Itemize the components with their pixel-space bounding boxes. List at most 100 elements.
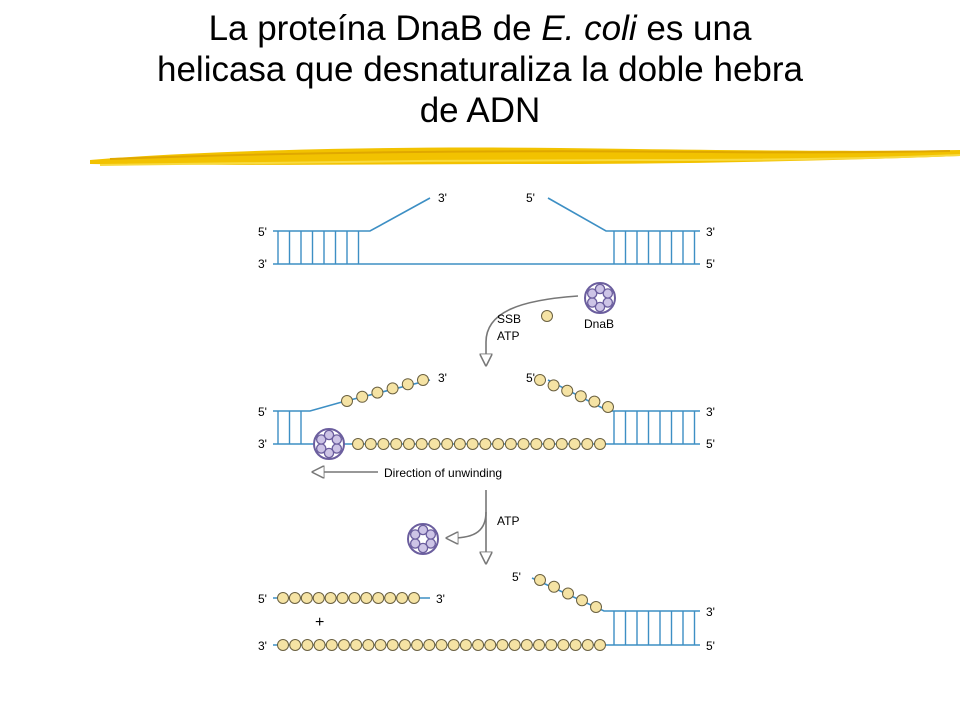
panel-1-replication-fork: 5' 3' 3' 5' 3' 5' [258,191,715,271]
dnab-subunit [417,524,429,536]
ssb-protein-bead [396,592,409,604]
top-strand-right [547,197,700,232]
dnab-subunit [594,301,606,313]
ssb-protein-bead [533,639,546,651]
ssb-protein-bead [447,639,460,651]
dnab-subunit [586,297,598,308]
ssb-protein-bead [360,592,373,604]
label-atp: ATP [497,329,519,343]
ssb-protein-bead [590,601,602,613]
ssb-protein-bead [453,438,466,450]
ssb-protein-bead [435,639,448,651]
ssb-protein-bead [441,438,454,450]
label-5prime: 5' [258,592,267,606]
ssb-protein-bead [557,639,570,651]
ssb-protein-bead [484,639,497,651]
ssb-protein-bead [581,438,594,450]
ssb-protein-bead [415,438,428,450]
ssb-coated-strand-free [277,592,420,604]
slide-title: La proteína DnaB de E. coli es una helic… [0,8,960,131]
strands-panel-3 [273,577,700,646]
ssb-protein-icon [541,310,553,322]
label-5prime: 5' [258,405,267,419]
dnab-subunit [594,283,606,295]
dnab-subunit [586,288,598,299]
ssb-protein-bead [602,401,614,413]
ssb-protein-bead [547,379,560,392]
panel-3-separated: 5' 3' 5' 3' 3' 5' + [258,570,715,653]
panel-2-unwinding: 5' 3' 3' 5' 3' 5' Direction of unwinding [258,371,715,480]
dnab-subunit [602,288,614,299]
ssb-coated-strand-top-right [534,374,614,413]
ssb-protein-bead [543,438,556,450]
ssb-protein-bead [496,639,509,651]
label-5prime: 5' [706,257,715,271]
title-underline-stroke [90,147,960,166]
ssb-protein-bead [508,639,521,651]
ssb-protein-bead [555,438,568,450]
ssb-protein-bead [569,639,582,651]
label-ssb: SSB [497,312,521,326]
ssb-protein-bead [562,587,574,600]
ssb-protein-bead [581,639,594,651]
base-pairs-right [613,231,696,264]
label-5prime: 5' [526,371,535,385]
title-line-1: La proteína DnaB de E. coli es una [0,8,960,49]
label-3prime: 3' [258,639,267,653]
ssb-protein-bead [325,639,338,651]
ssb-protein-bead [594,639,606,651]
step-arrow-1: SSB ATP DnaB [486,282,616,360]
ssb-protein-bead [568,438,581,450]
label-5prime: 5' [706,437,715,451]
label-3prime: 3' [706,225,715,239]
ssb-protein-bead [300,592,313,604]
ssb-protein-bead [301,639,314,651]
ssb-protein-bead [371,386,384,399]
dnab-subunit [315,443,327,454]
title-text: es una [636,9,752,48]
ssb-protein-bead [377,438,390,450]
base-pairs-left [277,231,360,264]
ssb-protein-bead [384,592,397,604]
base-pairs-right [613,411,696,444]
label-3prime: 3' [258,437,267,451]
label-5prime: 5' [706,639,715,653]
ssb-protein-bead [348,592,361,604]
ssb-protein-bead [364,438,377,450]
ssb-protein-bead [337,639,350,651]
ssb-protein-bead [428,438,441,450]
ssb-coated-strand-bottom [277,639,606,651]
title-text: La proteína DnaB de [208,9,542,48]
label-5prime: 5' [512,570,521,584]
ssb-protein-bead [504,438,517,450]
step-arrow-2: ATP [407,490,519,558]
ssb-coated-strand-top-left [341,374,429,407]
title-line-2: helicasa que desnaturaliza la doble hebr… [156,50,803,89]
ssb-protein-bead [423,639,436,651]
label-3prime: 3' [706,605,715,619]
label-3prime: 3' [438,191,447,205]
ssb-protein-bead [561,384,574,397]
dnab-subunit [409,529,421,540]
ssb-protein-bead [336,592,349,604]
dnab-subunit [331,434,343,445]
ssb-protein-bead [324,592,337,604]
label-direction: Direction of unwinding [384,466,502,480]
ssb-protein-bead [520,639,533,651]
ssb-protein-bead [386,382,399,395]
title-line-3: de ADN [419,91,541,130]
ssb-protein-bead [352,438,364,450]
ssb-protein-bead [386,639,399,651]
ssb-protein-bead [517,438,530,450]
ssb-protein-bead [534,374,546,386]
base-pairs-right [613,611,696,645]
ssb-protein-bead [350,639,363,651]
ssb-protein-bead [289,639,302,651]
ssb-protein-bead [288,592,301,604]
ssb-protein-bead [576,594,588,607]
dnab-subunit [425,529,437,540]
ssb-protein-bead [411,639,424,651]
dnab-helicase-icon [407,523,439,555]
title-species: E. coli [541,9,637,48]
